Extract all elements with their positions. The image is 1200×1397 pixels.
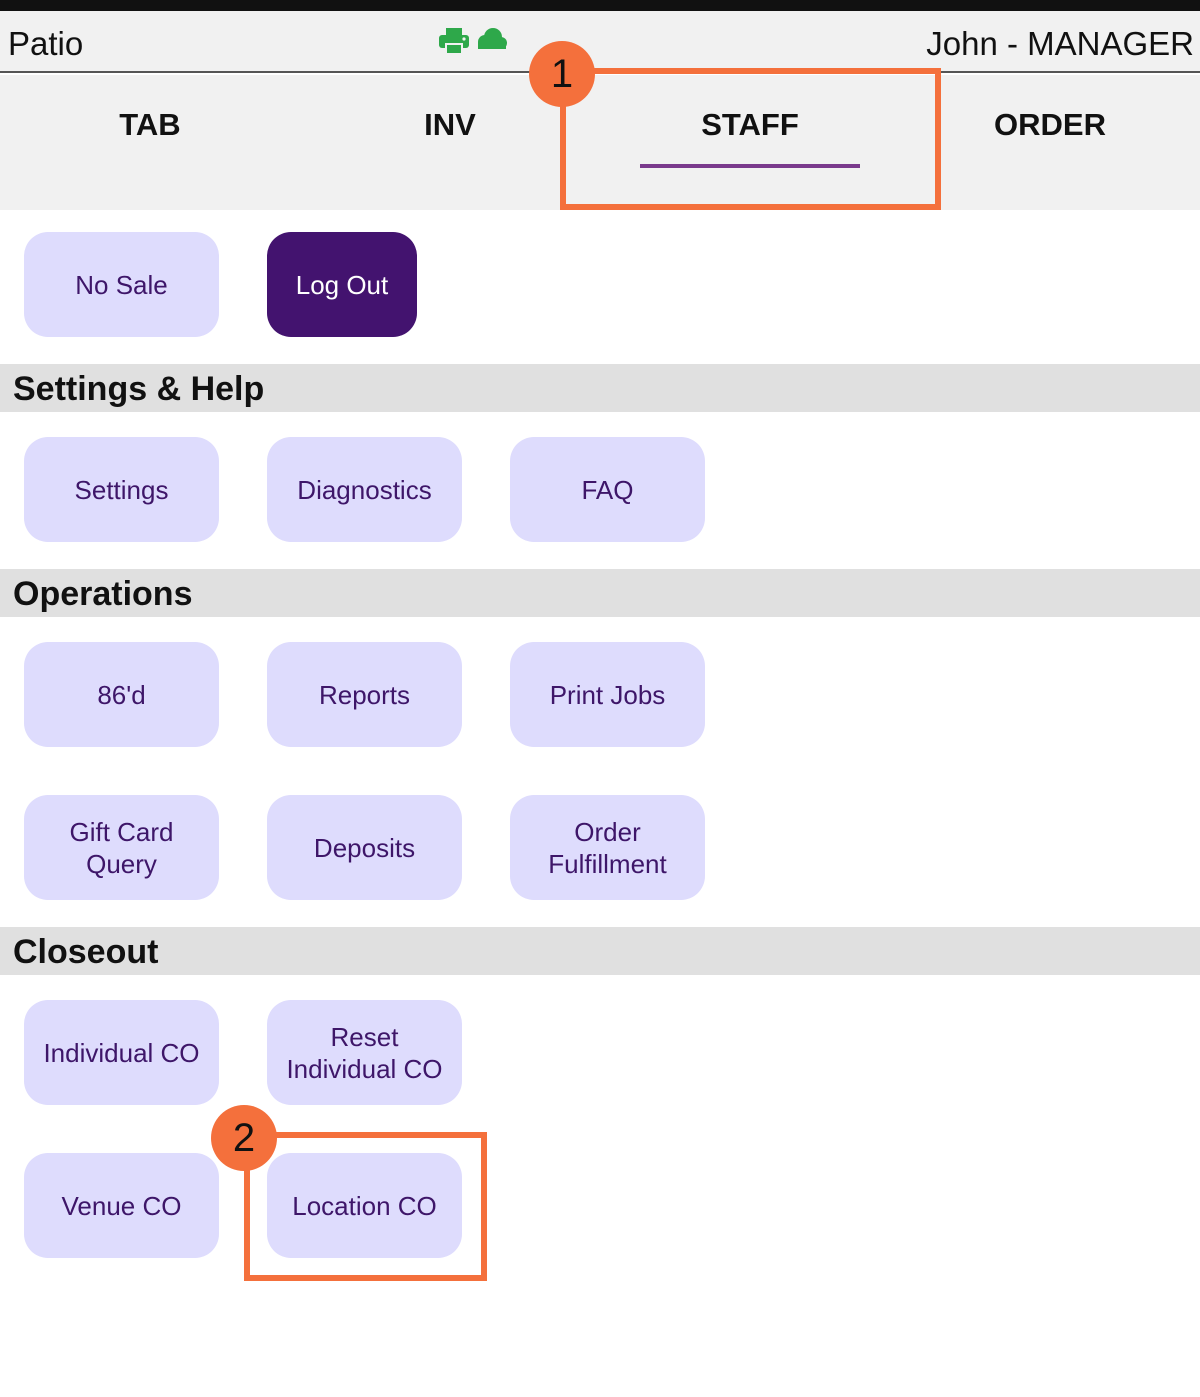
print-jobs-button[interactable]: Print Jobs <box>510 642 705 747</box>
faq-button[interactable]: FAQ <box>510 437 705 542</box>
order-fulfillment-button[interactable]: Order Fulfillment <box>510 795 705 900</box>
location-co-button[interactable]: Location CO <box>267 1153 462 1258</box>
individual-co-button[interactable]: Individual CO <box>24 1000 219 1105</box>
tab-order[interactable]: ORDER <box>994 107 1106 142</box>
section-title: Settings & Help <box>13 370 265 408</box>
cloud-icon <box>474 27 508 60</box>
venue-co-button[interactable]: Venue CO <box>24 1153 219 1258</box>
tab-inv[interactable]: INV <box>424 107 476 142</box>
main-tabs: TAB INV STAFF ORDER <box>0 75 1200 210</box>
top-strip <box>0 0 1200 11</box>
section-operations: Operations <box>0 569 1200 617</box>
diagnostics-button[interactable]: Diagnostics <box>267 437 462 542</box>
section-closeout: Closeout <box>0 927 1200 975</box>
log-out-button[interactable]: Log Out <box>267 232 417 337</box>
reports-button[interactable]: Reports <box>267 642 462 747</box>
settings-button[interactable]: Settings <box>24 437 219 542</box>
gift-card-query-button[interactable]: Gift Card Query <box>24 795 219 900</box>
section-title: Operations <box>13 575 193 613</box>
section-title: Closeout <box>13 933 159 971</box>
reset-individual-co-button[interactable]: Reset Individual CO <box>267 1000 462 1105</box>
step-marker-1: 1 <box>529 41 595 107</box>
venue-name: Patio <box>8 25 84 62</box>
printer-icon <box>438 27 470 60</box>
step-marker-2: 2 <box>211 1105 277 1171</box>
section-settings-help: Settings & Help <box>0 364 1200 412</box>
highlight-box-staff-tab <box>560 68 941 210</box>
user-label: John - MANAGER <box>926 25 1194 62</box>
deposits-button[interactable]: Deposits <box>267 795 462 900</box>
no-sale-button[interactable]: No Sale <box>24 232 219 337</box>
status-icons <box>438 27 508 60</box>
eighty-sixed-button[interactable]: 86'd <box>24 642 219 747</box>
status-bar: Patio John - MANAGER <box>0 11 1200 73</box>
tab-staff[interactable]: STAFF <box>600 75 900 175</box>
highlight-box-location-co <box>244 1132 487 1281</box>
tab-tab[interactable]: TAB <box>119 107 181 142</box>
